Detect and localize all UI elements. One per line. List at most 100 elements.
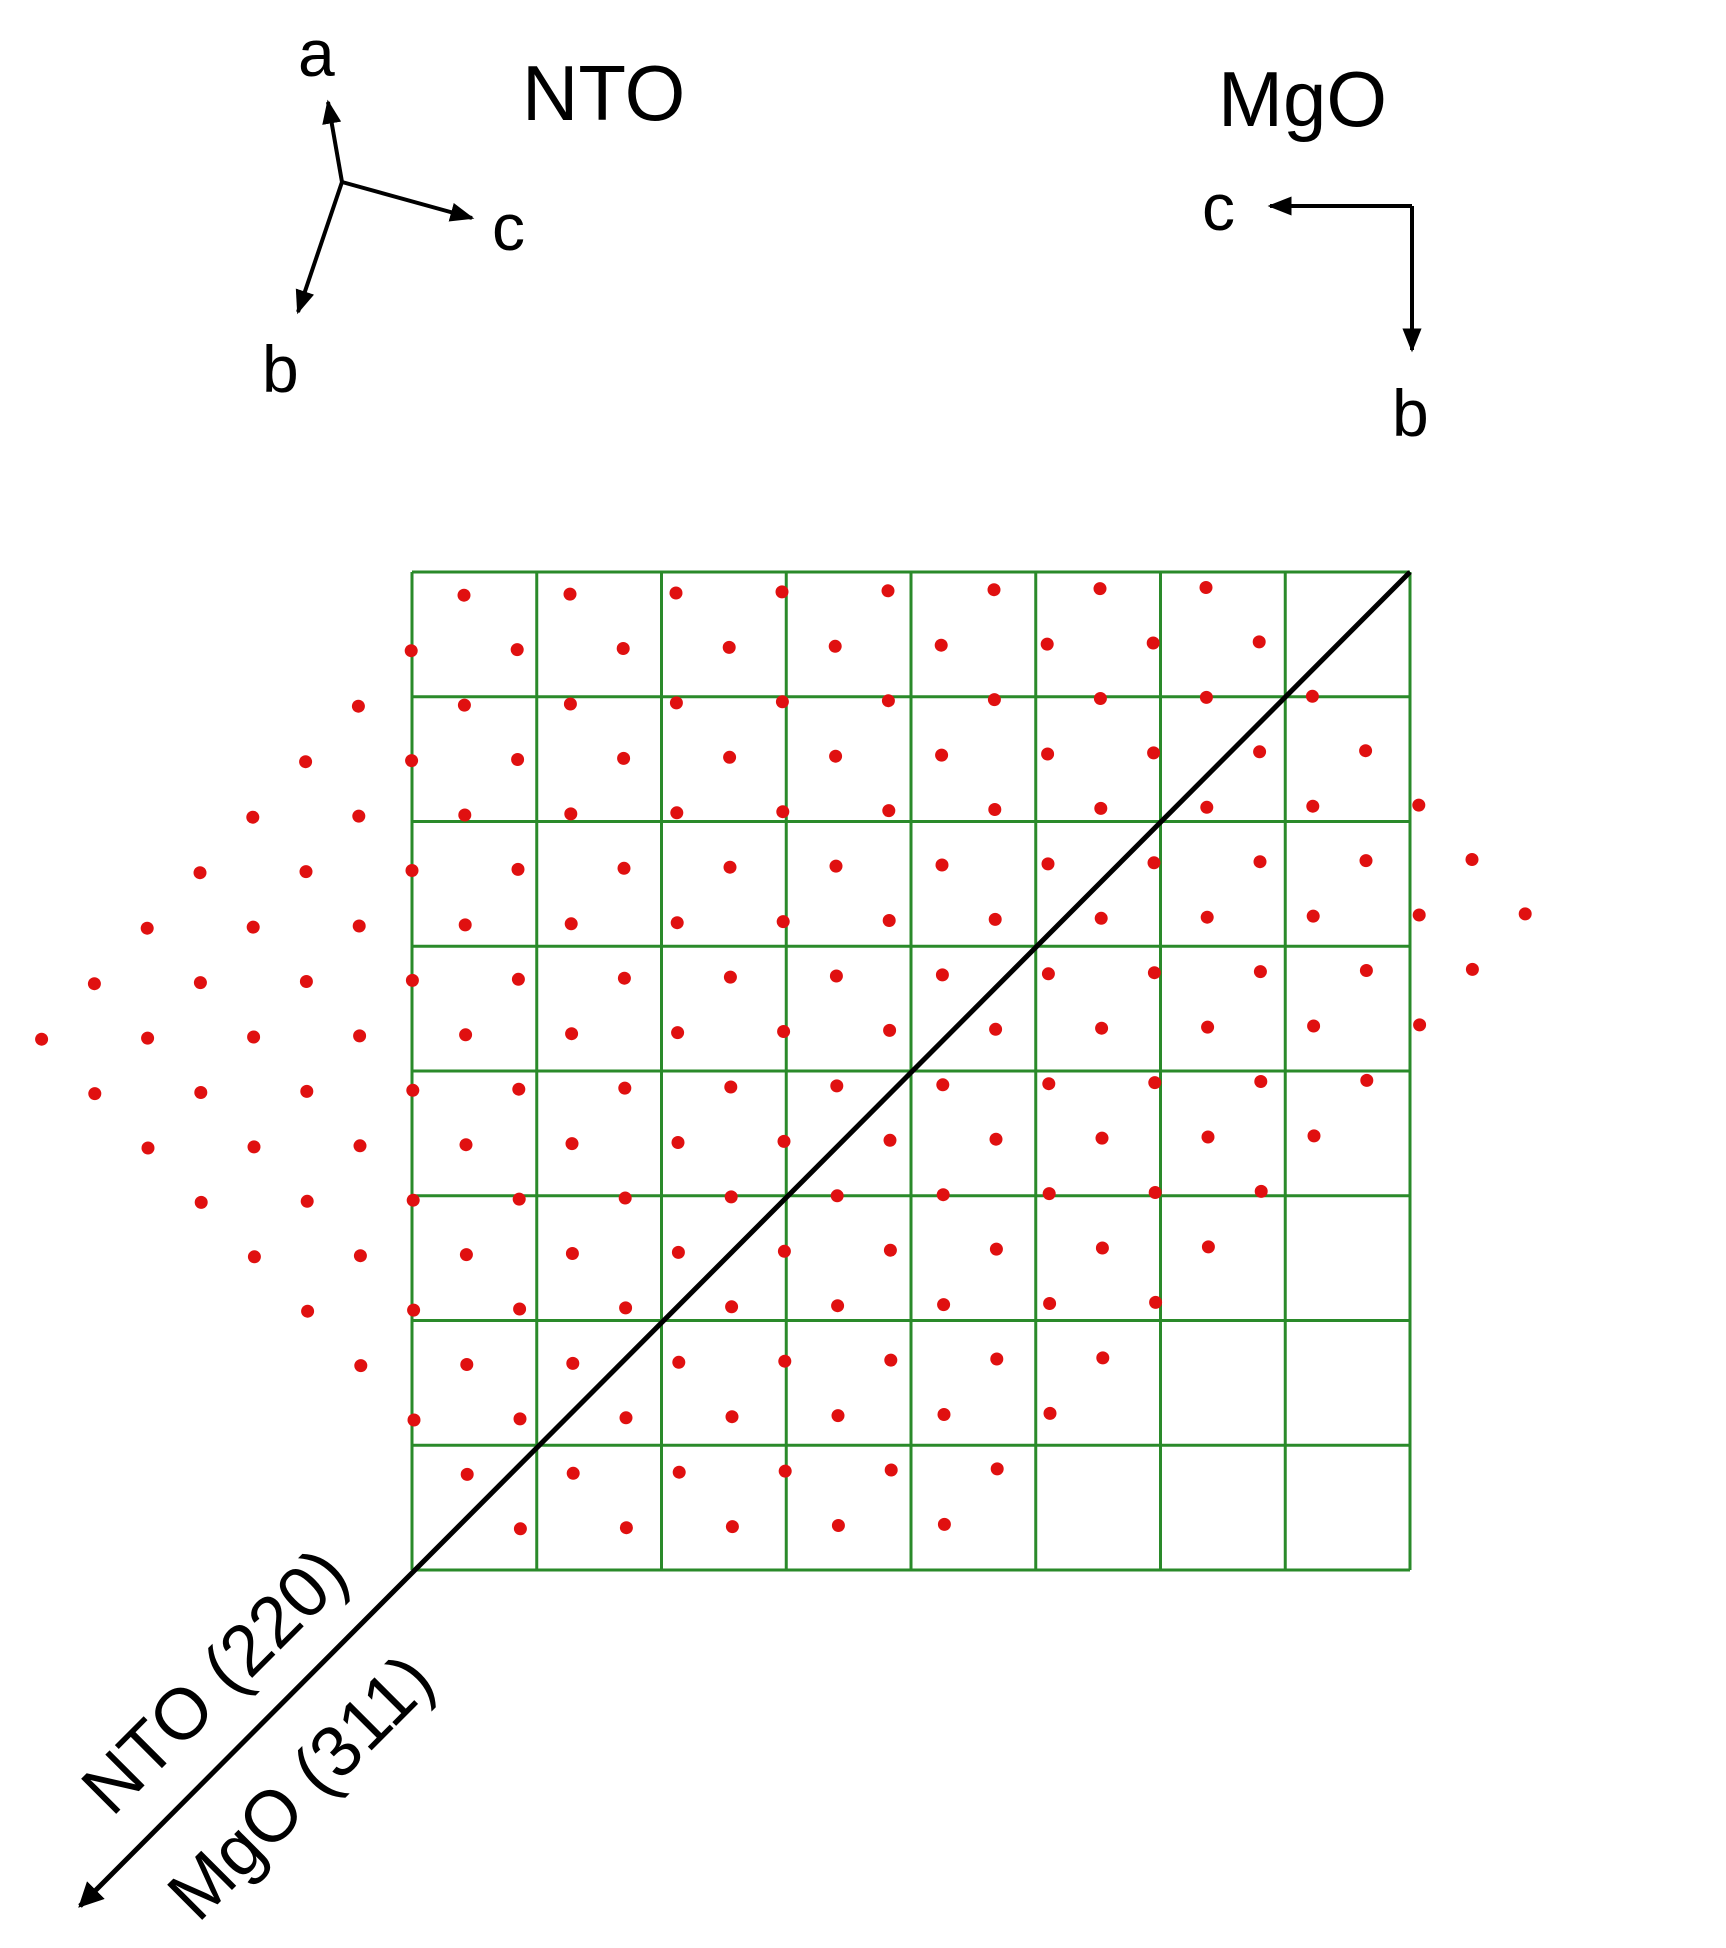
lattice-point bbox=[513, 1412, 527, 1426]
lattice-point bbox=[407, 1303, 421, 1317]
lattice-point bbox=[194, 1195, 208, 1209]
lattice-point bbox=[460, 1467, 474, 1481]
lattice-point bbox=[406, 1083, 420, 1097]
lattice-point bbox=[459, 1028, 473, 1042]
lattice-point bbox=[1148, 1076, 1162, 1090]
lattice-point bbox=[1254, 1075, 1268, 1088]
lattice-point bbox=[1201, 1130, 1215, 1144]
lattice-point bbox=[1096, 1351, 1110, 1365]
lattice-point bbox=[884, 1353, 898, 1367]
lattice-point bbox=[989, 1022, 1003, 1036]
lattice-point bbox=[405, 864, 419, 877]
lattice-point bbox=[563, 697, 577, 711]
lattice-point bbox=[566, 1356, 580, 1370]
lattice-point bbox=[246, 920, 260, 934]
lattice-point bbox=[831, 1409, 845, 1423]
lattice-point bbox=[936, 1188, 950, 1202]
lattice-point bbox=[511, 753, 525, 766]
mgo-c-label: c bbox=[1202, 170, 1235, 244]
lattice-point bbox=[777, 1025, 791, 1038]
nto-c-label: c bbox=[492, 190, 525, 264]
lattice-point bbox=[672, 1465, 686, 1479]
lattice-point bbox=[883, 1133, 897, 1147]
lattice-point bbox=[723, 970, 737, 984]
lattice-point bbox=[775, 695, 789, 709]
lattice-point bbox=[1043, 1406, 1057, 1420]
lattice-point bbox=[1094, 911, 1108, 925]
lattice-point bbox=[405, 754, 419, 768]
lattice-point bbox=[989, 1242, 1003, 1256]
lattice-point bbox=[669, 696, 683, 710]
lattice-point bbox=[618, 1191, 632, 1205]
lattice-point bbox=[989, 1132, 1003, 1146]
lattice-point bbox=[140, 921, 154, 935]
lattice-point bbox=[1305, 689, 1319, 703]
lattice-point bbox=[935, 968, 949, 982]
lattice-point bbox=[247, 1250, 261, 1264]
lattice-point bbox=[1307, 1129, 1321, 1143]
lattice-point bbox=[776, 805, 790, 819]
lattice-point bbox=[1306, 799, 1320, 813]
lattice-point bbox=[882, 914, 896, 927]
lattice-point bbox=[1306, 909, 1320, 923]
lattice-point bbox=[671, 1136, 685, 1149]
lattice-point bbox=[1465, 853, 1479, 866]
lattice-point bbox=[1201, 1240, 1215, 1254]
lattice-point bbox=[563, 587, 577, 601]
mgo-title: MgO bbox=[1218, 55, 1387, 143]
lattice-point bbox=[1199, 690, 1213, 704]
lattice-point bbox=[934, 638, 948, 652]
lattice-point bbox=[1040, 637, 1054, 651]
nto-a-arrow bbox=[322, 99, 344, 183]
lattice-point bbox=[351, 699, 365, 713]
lattice-point bbox=[352, 809, 366, 823]
nto-a-label: a bbox=[298, 16, 335, 90]
lattice-point bbox=[353, 1249, 367, 1263]
lattice-point bbox=[990, 1352, 1004, 1366]
lattice-point bbox=[301, 1304, 315, 1318]
lattice-point bbox=[619, 1301, 633, 1315]
lattice-point bbox=[87, 977, 101, 991]
lattice-point bbox=[458, 918, 472, 932]
lattice-point bbox=[1199, 581, 1213, 594]
lattice-point bbox=[778, 1464, 792, 1478]
lattice-point bbox=[354, 1359, 368, 1373]
lattice-point bbox=[1253, 745, 1267, 759]
lattice-point bbox=[617, 861, 631, 875]
lattice-point bbox=[669, 586, 683, 600]
lattice-point bbox=[987, 693, 1001, 707]
lattice-point bbox=[1253, 855, 1267, 869]
mgo-b-label: b bbox=[1392, 376, 1429, 450]
lattice-point bbox=[1359, 744, 1373, 758]
lattice-point bbox=[1042, 1187, 1056, 1201]
mgo-square-grid bbox=[410, 570, 1412, 1572]
lattice-point bbox=[1252, 635, 1266, 649]
lattice-point bbox=[88, 1087, 102, 1101]
lattice-point bbox=[300, 1084, 314, 1098]
lattice-point bbox=[937, 1298, 951, 1312]
lattice-point bbox=[352, 919, 366, 933]
lattice-point bbox=[194, 1086, 208, 1099]
lattice-point bbox=[1465, 962, 1479, 976]
lattice-point bbox=[247, 1140, 261, 1154]
lattice-point bbox=[883, 1023, 897, 1037]
lattice-point bbox=[988, 803, 1002, 816]
lattice-point bbox=[881, 584, 895, 598]
lattice-point bbox=[458, 808, 472, 822]
lattice-point bbox=[1093, 692, 1107, 705]
lattice-point bbox=[778, 1354, 792, 1368]
lattice-point bbox=[565, 1027, 579, 1041]
lattice-point bbox=[247, 1030, 261, 1044]
lattice-point bbox=[831, 1299, 845, 1313]
lattice-point bbox=[617, 971, 631, 985]
lattice-point bbox=[1095, 1021, 1109, 1035]
lattice-point bbox=[723, 860, 737, 874]
lattice-point bbox=[405, 973, 419, 987]
lattice-point bbox=[299, 755, 313, 769]
nto-c-arrow bbox=[341, 180, 475, 222]
nto-b-label: b bbox=[262, 332, 299, 406]
lattice-point bbox=[564, 807, 578, 821]
lattice-point bbox=[1253, 965, 1267, 979]
lattice-point bbox=[881, 694, 895, 708]
